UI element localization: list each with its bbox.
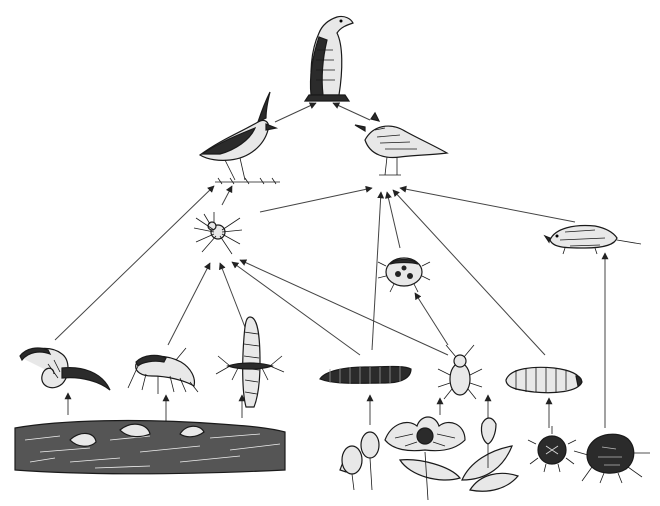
link-aphid-beetle: [415, 293, 448, 345]
spider-icon: [194, 212, 242, 254]
ladybird-beetle-icon: [378, 258, 430, 292]
link-skylark-weasel: [333, 103, 370, 120]
amphipod-icon: [128, 348, 198, 394]
leaf-litter-icon: [15, 421, 285, 474]
link-caterpillar-skylark: [372, 192, 381, 350]
lapwing-bird-icon: [200, 92, 280, 184]
caterpillar-icon: [320, 366, 411, 384]
link-lapwing-weasel: [275, 103, 316, 122]
fungus-icon: [528, 426, 576, 472]
snail-icon: [20, 348, 110, 390]
link-shrew-skylark: [400, 188, 575, 222]
link-spider-lapwing: [222, 186, 232, 205]
shrew-icon: [545, 226, 641, 254]
roots-icon: [574, 434, 650, 483]
link-spider-skylark: [260, 188, 372, 212]
link-snail-lapwing: [55, 186, 214, 340]
springtail-icon: [216, 317, 284, 407]
grub-larva-icon: [506, 367, 582, 392]
link-beetle-skylark: [387, 192, 400, 248]
skylark-bird-icon: [355, 113, 447, 175]
link-amphipod-spider: [168, 263, 210, 345]
weasel-icon: [305, 16, 353, 101]
